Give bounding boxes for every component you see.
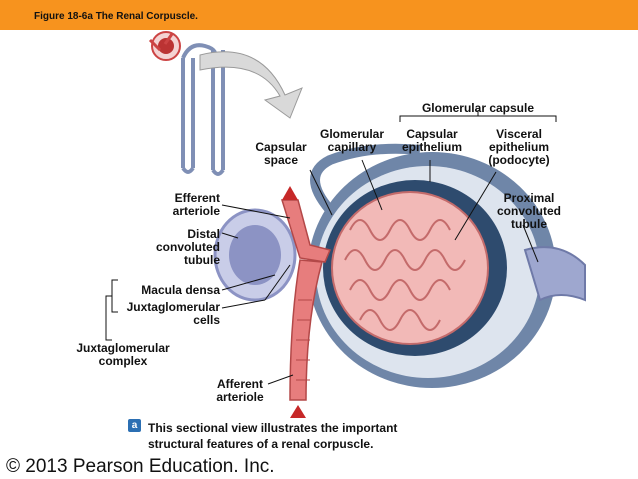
label-macula-densa: Macula densa	[141, 283, 220, 297]
glomerular-capsule	[308, 143, 556, 388]
afferent-arteriole	[289, 259, 323, 401]
label-visceral-epithelium: Visceral epithelium (podocyte)	[488, 127, 550, 167]
label-proximal-tubule: Proximal convoluted tubule	[496, 191, 561, 231]
figure-caption: This sectional view illustrates the impo…	[148, 421, 398, 451]
figure-title: Figure 18-6a The Renal Corpuscle.	[34, 11, 198, 22]
label-juxtaglomerular-cells: Juxtaglomerular cells	[126, 300, 220, 327]
label-glomerular-capillary: Glomerular capillary	[319, 127, 385, 154]
caption-badge: a	[128, 419, 141, 432]
label-distal-tubule: Distal convoluted tubule	[155, 227, 220, 267]
copyright-notice: © 2013 Pearson Education. Inc.	[6, 456, 275, 477]
efferent-arrow	[282, 186, 298, 200]
distal-tubule	[213, 208, 297, 302]
afferent-arrow	[290, 405, 306, 418]
label-capsular-space: Capsular space	[255, 140, 307, 167]
label-efferent-arteriole: Efferent arteriole	[172, 191, 220, 218]
magnify-arrow	[199, 51, 303, 119]
label-capsular-epithelium: Capsular epithelium	[401, 127, 462, 154]
label-glomerular-capsule: Glomerular capsule	[421, 101, 535, 115]
proximal-tubule	[523, 246, 586, 302]
label-juxtaglomerular-complex: Juxtaglomerular complex	[76, 341, 170, 368]
label-afferent-arteriole: Afferent arteriole	[216, 377, 264, 404]
leader-lines	[105, 110, 557, 385]
header-bar	[0, 0, 638, 30]
